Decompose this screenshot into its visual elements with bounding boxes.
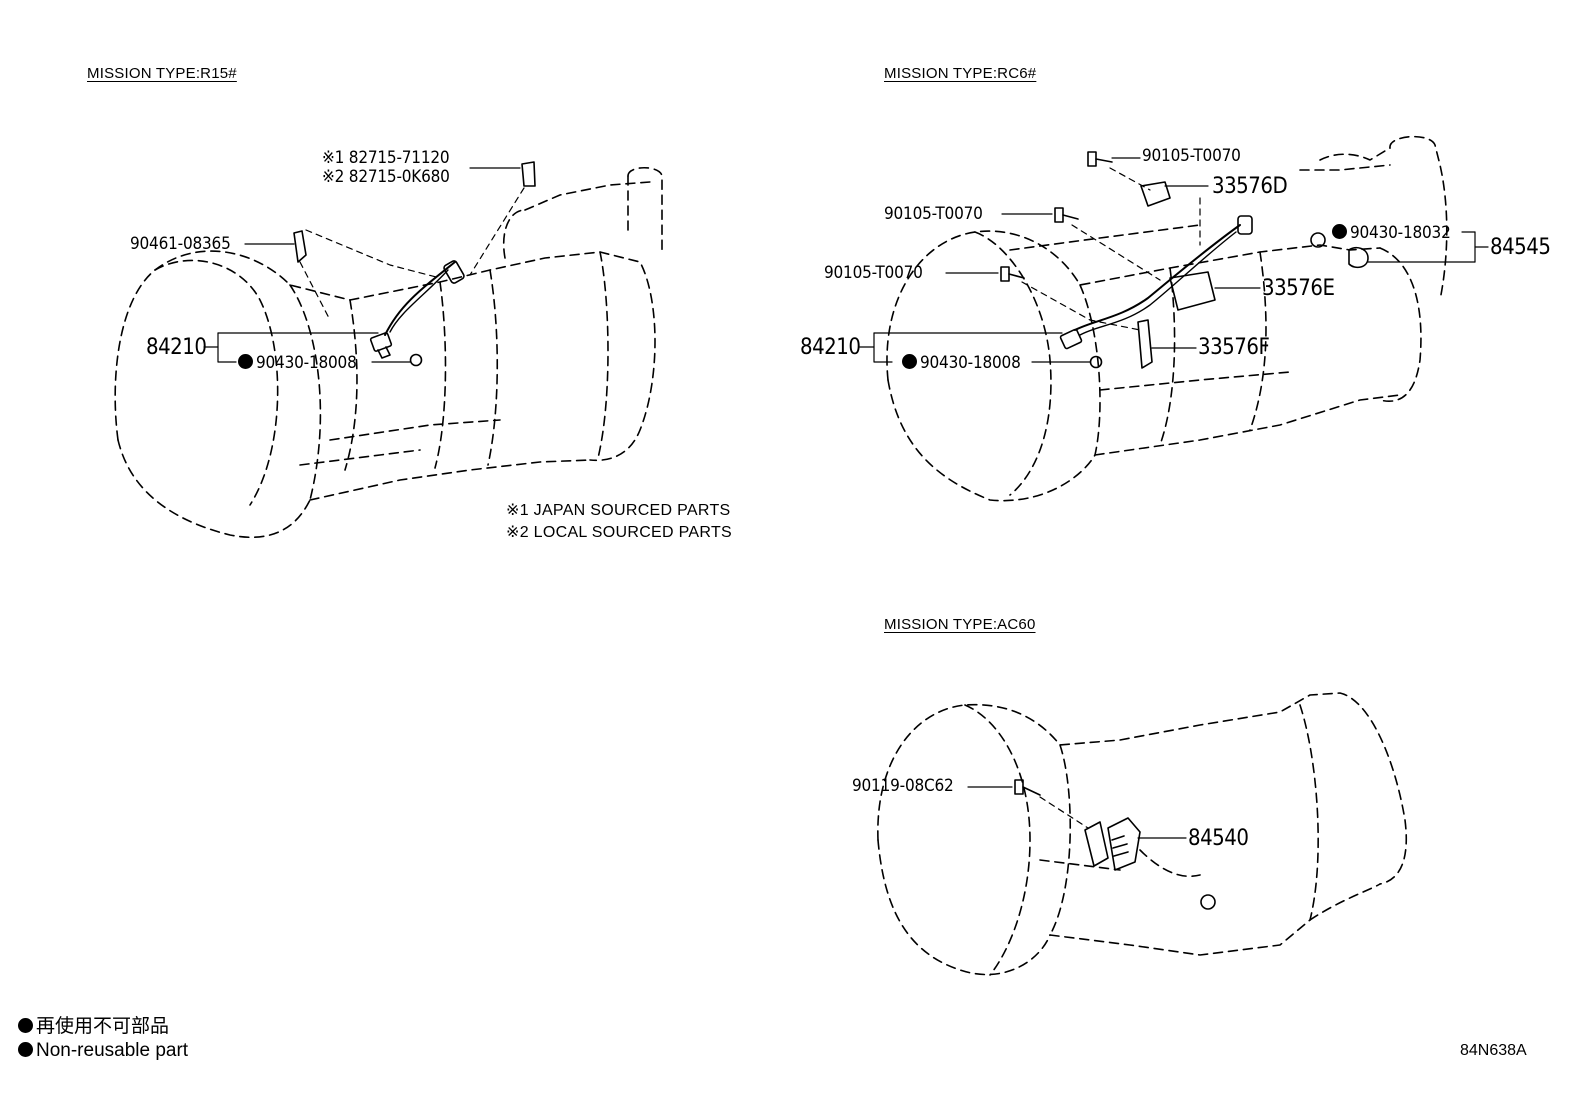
legend-japanese: 再使用不可部品 — [18, 1017, 169, 1036]
r15-part-speed-sensor[interactable]: 84210 — [146, 335, 207, 360]
rc6-dashed-leaders — [1021, 167, 1201, 331]
ac60-dashed-leaders — [1039, 796, 1089, 829]
rc6-leader-lines — [859, 157, 1489, 363]
non-reusable-marker-icon — [18, 1018, 33, 1033]
ac60-leader-lines — [967, 786, 1187, 839]
r15-dashed-leaders — [299, 187, 525, 321]
ac60-section-title: MISSION TYPE:AC60 — [884, 616, 1036, 633]
non-reusable-marker-icon — [1332, 224, 1347, 239]
r15-part-clip[interactable]: 90461-08365 — [130, 234, 231, 254]
r15-note-japan-sourced: ※1 JAPAN SOURCED PARTS — [506, 502, 731, 519]
rc6-part-speed-sensor[interactable]: 84210 — [800, 335, 861, 360]
non-reusable-marker-icon — [238, 354, 253, 369]
r15-part-clip-japan[interactable]: ※1 82715-71120 — [322, 148, 450, 168]
rc6-part-bolt-mid[interactable]: 90105-T0070 — [884, 204, 983, 224]
ac60-part-switch[interactable]: 84540 — [1188, 826, 1249, 851]
rc6-part-bolt-top[interactable]: 90105-T0070 — [1142, 146, 1241, 166]
r15-transmission-outline — [114, 166, 663, 539]
ac60-part-bolt[interactable]: 90119-08C62 — [852, 776, 954, 796]
rc6-section-title: MISSION TYPE:RC6# — [884, 65, 1037, 82]
r15-wiring-and-sensor — [293, 161, 536, 367]
rc6-part-bolt-low[interactable]: 90105-T0070 — [824, 263, 923, 283]
legend-english: Non-reusable part — [18, 1041, 188, 1060]
rc6-part-gasket-right[interactable]: 90430-18032 — [1332, 224, 1451, 242]
rc6-part-gasket[interactable]: 90430-18008 — [902, 354, 1021, 372]
r15-note-local-sourced: ※2 LOCAL SOURCED PARTS — [506, 524, 732, 541]
r15-leader-lines — [203, 167, 521, 363]
rc6-part-bracket-e[interactable]: 33576E — [1262, 276, 1335, 301]
rc6-transmission-outline — [886, 135, 1448, 502]
rc6-wiring-and-parts — [1000, 151, 1369, 369]
non-reusable-marker-icon — [902, 354, 917, 369]
rc6-part-switch[interactable]: 84545 — [1490, 235, 1551, 260]
ac60-transmission-outline — [877, 692, 1408, 976]
r15-part-clip-local[interactable]: ※2 82715-0K680 — [322, 167, 450, 187]
non-reusable-marker-icon — [18, 1042, 33, 1057]
r15-part-gasket[interactable]: 90430-18008 — [238, 354, 357, 372]
diagram-code: 84N638A — [1460, 1042, 1527, 1059]
r15-section-title: MISSION TYPE:R15# — [87, 65, 237, 82]
rc6-part-bracket-d[interactable]: 33576D — [1212, 174, 1288, 199]
ac60-parts — [1014, 779, 1216, 910]
rc6-part-bracket-f[interactable]: 33576F — [1198, 335, 1270, 360]
